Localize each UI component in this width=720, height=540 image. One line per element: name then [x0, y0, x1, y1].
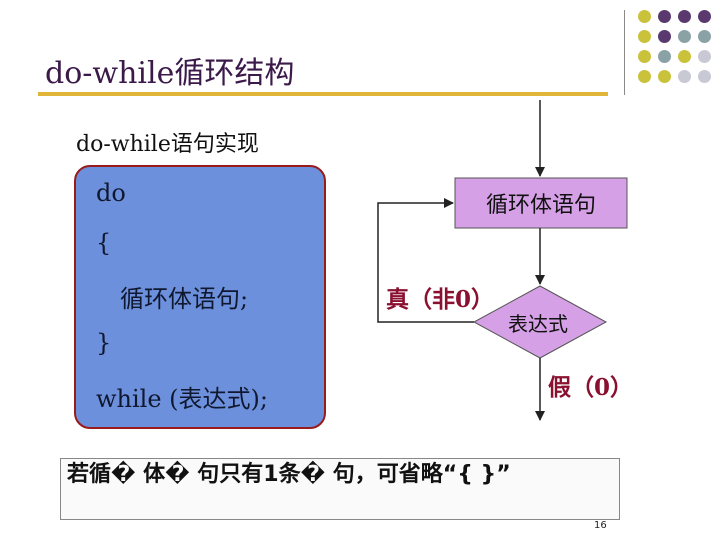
code-line-do: do	[96, 179, 126, 207]
true-branch-label: 真（非0）	[386, 286, 495, 313]
dot	[678, 30, 691, 43]
dot	[638, 30, 651, 43]
slide-title: do-while循环结构	[45, 56, 295, 91]
decorative-dot-grid	[636, 8, 718, 100]
dot	[698, 50, 711, 63]
note-box: 若循� 体� 句只有1条� 句，可省略“{ }”	[60, 458, 620, 520]
dot	[678, 70, 691, 83]
loop-back-arrow	[377, 198, 474, 323]
code-line-close-brace: }	[96, 329, 112, 357]
dot	[698, 30, 711, 43]
vertical-divider	[624, 10, 625, 95]
dot	[658, 30, 671, 43]
dot	[698, 10, 711, 23]
false-branch-label: 假（0）	[548, 374, 634, 401]
code-line-body: 循环体语句;	[120, 285, 249, 313]
code-line-while: while (表达式);	[96, 385, 268, 413]
title-underline	[38, 92, 608, 96]
code-panel: do { 循环体语句; } while (表达式);	[74, 165, 326, 429]
page-number: 16	[594, 520, 607, 531]
condition-label: 表达式	[508, 311, 568, 336]
section-subtitle: do-while语句实现	[76, 132, 259, 157]
loop-body-label: 循环体语句	[485, 193, 596, 218]
dot	[658, 70, 671, 83]
dot	[638, 10, 651, 23]
code-line-open-brace: {	[96, 229, 112, 257]
loop-body-box	[454, 177, 628, 229]
dot	[678, 10, 691, 23]
dot	[638, 70, 651, 83]
dot	[638, 50, 651, 63]
dot	[698, 70, 711, 83]
dot	[678, 50, 691, 63]
dot	[658, 50, 671, 63]
dot	[658, 10, 671, 23]
